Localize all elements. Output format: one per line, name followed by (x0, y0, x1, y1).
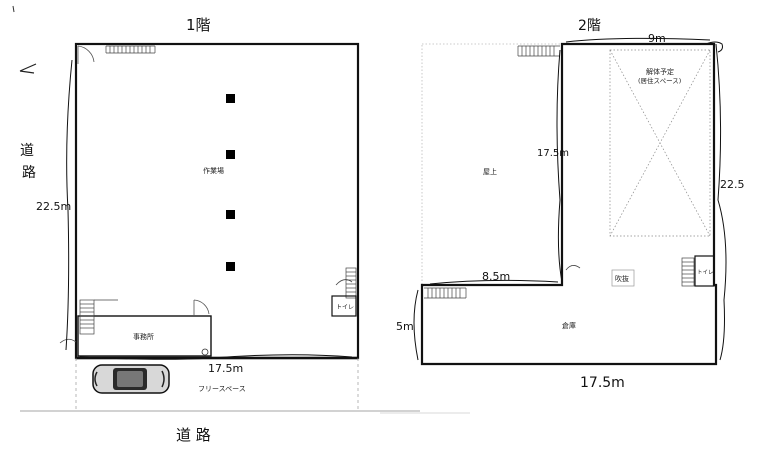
floor1-dim-width: 17.5m (208, 362, 243, 375)
column (226, 150, 235, 159)
floor1-stairs-top (105, 45, 156, 54)
floor2-dim-right-depth: 22.5 (720, 178, 745, 191)
planned-label-line1: 解体予定 (646, 67, 674, 76)
warehouse-label: 倉庫 (562, 321, 576, 330)
floor1-plan: 作業場 事務所 トイレ (12, 5, 420, 444)
floor1-dim-depth: 22.5m (36, 200, 71, 213)
floor1-road-side-1: 道 (20, 143, 34, 159)
floor2-dim-left: 5m (396, 320, 414, 333)
floor2-toilet (694, 255, 715, 287)
floor1-road-bottom: 道 路 (176, 426, 211, 444)
floor1-stairs-bottom-left (79, 299, 118, 335)
workshop-label: 作業場 (203, 166, 224, 175)
floor1-outer-wall (74, 42, 360, 360)
floor1-road-side-2: 路 (22, 165, 36, 181)
rooftop-outline (421, 43, 563, 286)
compass-mark (19, 63, 37, 74)
floor1-stairs-bottom-right (345, 267, 357, 299)
floor2-stairs-top (517, 45, 560, 57)
office-label: 事務所 (133, 332, 154, 341)
floor2-toilet-label: トイレ (697, 270, 714, 276)
free-space-label: フリースペース (198, 385, 246, 393)
floor2-stairs-right (681, 257, 695, 287)
planned-demolition-area (609, 49, 711, 237)
rooftop-label: 屋上 (483, 167, 497, 176)
atrium-label: 吹抜 (615, 274, 629, 283)
floor1-door-top-left (77, 45, 95, 64)
column (226, 94, 235, 103)
floor2-dim-step: 8.5m (482, 270, 510, 283)
floor2-stairs-bottom-left (424, 287, 467, 299)
office-room (77, 315, 212, 357)
planned-label-line2: (居住スペース) (638, 76, 681, 85)
floor1-toilet (331, 295, 357, 317)
floor1-toilet-label: トイレ (336, 304, 354, 311)
floor2-title: 2階 (578, 18, 601, 34)
atrium-box (611, 269, 635, 287)
floor2-dim-bottom: 17.5m (580, 375, 625, 391)
floor2-dim-inner-depth: 17.5m (537, 148, 569, 159)
column (226, 210, 235, 219)
column (226, 262, 235, 271)
car-icon (92, 364, 170, 394)
floor1-title: 1階 (186, 16, 211, 34)
floor2-outer-wall (420, 42, 718, 366)
floor2-plan: 解体予定 (居住スペース) 屋上 吹抜 トイレ 倉庫 2階 (380, 18, 745, 414)
